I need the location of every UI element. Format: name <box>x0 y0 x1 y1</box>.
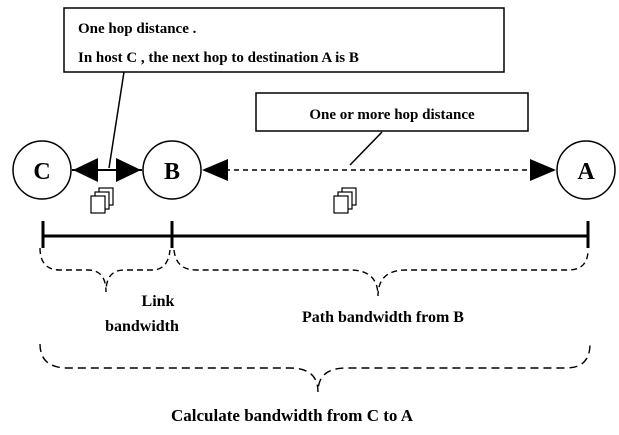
one-hop-arrowhead-left <box>73 158 98 182</box>
multi-hop-callout-text: One or more hop distance <box>309 107 475 123</box>
total-bandwidth-brace <box>39 343 591 393</box>
one-hop-callout-box <box>63 7 505 73</box>
node-c <box>12 140 72 200</box>
multi-hop-callout-box <box>255 92 529 132</box>
one-hop-callout-line1: One hop distance . <box>78 21 197 37</box>
multi-hop-callout-pointer <box>349 131 383 166</box>
node-c-label: C <box>33 159 50 185</box>
one-hop-callout-pointer <box>108 71 125 169</box>
one-hop-callout-line2: In host C , the next hop to destination … <box>78 50 359 66</box>
link-bandwidth-brace <box>39 247 171 293</box>
path-bandwidth-label: Path bandwidth from B <box>302 309 464 326</box>
node-a <box>556 140 616 200</box>
multi-hop-arrowhead-left <box>202 159 228 181</box>
link-bandwidth-label-line2: bandwidth <box>105 318 179 335</box>
node-a-label: A <box>577 159 595 185</box>
stacked-pages-icon <box>90 187 114 214</box>
multi-hop-arrowhead-right <box>530 159 556 181</box>
node-b <box>142 140 202 200</box>
stacked-pages-icon <box>333 187 357 214</box>
path-bandwidth-brace <box>173 249 589 297</box>
node-b-label: B <box>164 159 180 185</box>
link-bandwidth-label-line1: Link <box>142 293 175 310</box>
calculate-bandwidth-label: Calculate bandwidth from C to A <box>171 406 414 425</box>
one-hop-arrowhead-right <box>116 158 141 182</box>
